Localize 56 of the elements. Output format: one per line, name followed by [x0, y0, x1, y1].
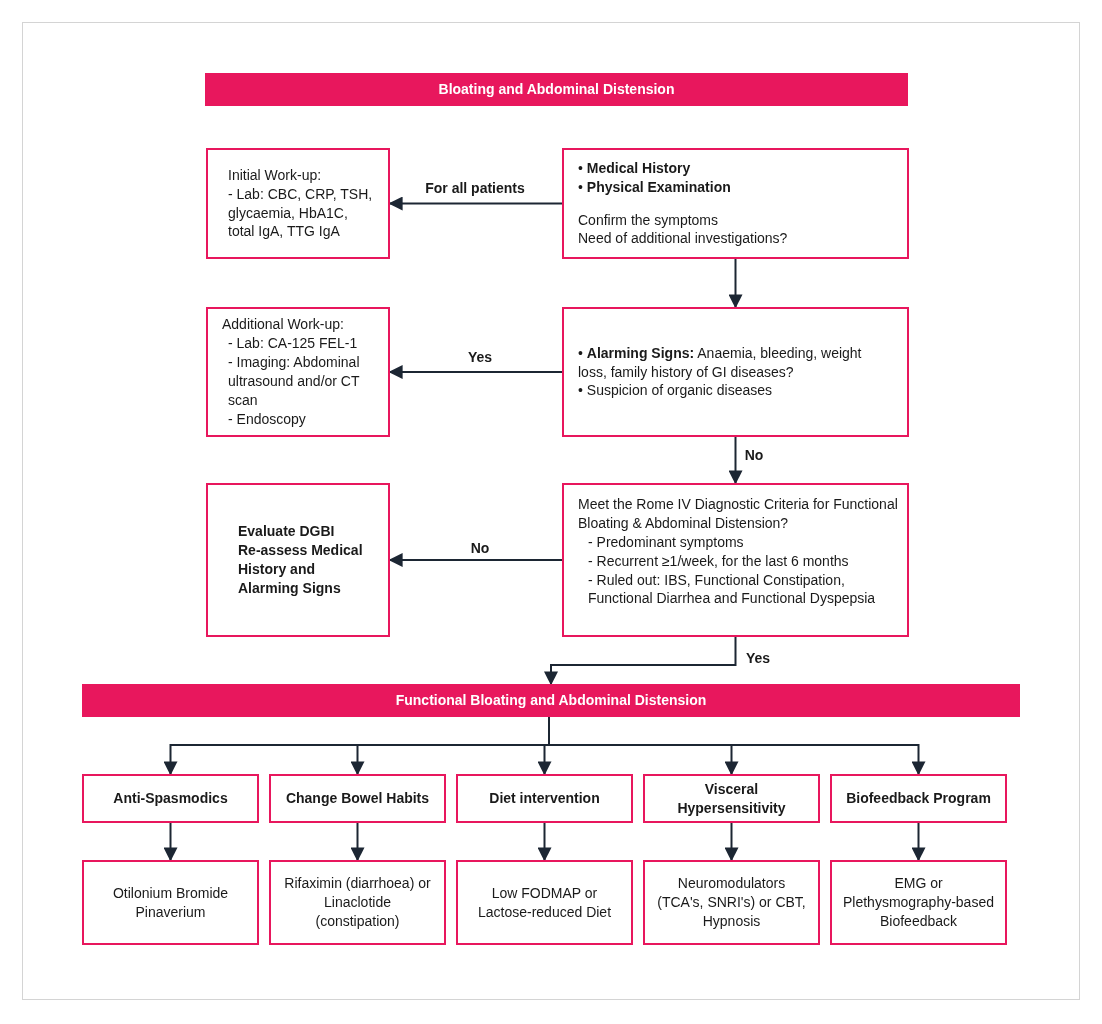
flow-box: [562, 307, 909, 437]
box-text: Functional Bloating and Abdominal Distension: [395, 691, 707, 710]
flow-box: [82, 860, 259, 945]
arrow: [350, 822, 365, 862]
box-text: Initial Work-up:: [228, 165, 323, 185]
box-text: Bloating and Abdominal Distension: [438, 80, 675, 99]
box-text: - Imaging: Abdominal ultrasound and/or CT scan: [227, 353, 361, 410]
flow-box: [206, 148, 390, 259]
box-text: Additional Work-up:: [222, 315, 345, 335]
box-text: Anti-Spasmodics: [113, 789, 228, 808]
arrow: [163, 822, 178, 862]
flow-box: [830, 774, 1007, 823]
arrow: [728, 258, 743, 309]
box-text: - Predominant symptoms: [587, 532, 745, 552]
box-text: Re-assess Medical History and Alarming Signs: [238, 541, 364, 598]
box-text: EMG or Plethysmography-based Biofeedback: [842, 874, 995, 931]
box-text: - Ruled out: IBS, Functional Constipation, Functional Diarrhea and Functional Dyspepsia: [587, 570, 877, 609]
box-text: Rifaximin (diarrhoea) or Linaclotide (constipation): [283, 874, 432, 931]
flow-box: [269, 774, 446, 823]
box-text: - Lab: CA-125 FEL-1: [227, 334, 359, 354]
box-text: Diet intervention: [489, 789, 600, 808]
box-text: - Recurrent ≥1/week, for the last 6 months: [587, 551, 850, 571]
box-text: Confirm the symptoms: [578, 210, 720, 230]
box-text: • Medical History: [578, 158, 692, 178]
box-text: - Endoscopy: [227, 409, 307, 429]
header-band: [82, 684, 1020, 717]
box-text: Biofeedback Program: [846, 789, 991, 808]
flow-box: [830, 860, 1007, 945]
flow-box: [206, 307, 390, 437]
box-text: Otilonium Bromide Pinaverium: [111, 883, 230, 922]
box-text: Evaluate DGBI: [238, 522, 336, 542]
box-text: Meet the Rome IV Diagnostic Criteria for Functional Bloating & Abdominal Distension?: [578, 495, 899, 533]
flow-box: [562, 483, 909, 637]
box-text: Change Bowel Habits: [285, 789, 430, 808]
flow-box: [456, 774, 633, 823]
flow-box: [643, 860, 820, 945]
flow-box: [562, 148, 909, 259]
box-text: Need of additional investigations?: [578, 229, 789, 249]
flow-box: [206, 483, 390, 637]
arrow: [724, 822, 739, 862]
box-text: Neuromodulators (TCA's, SNRI's) or CBT, Hypnosis: [656, 874, 807, 931]
flow-box: [456, 860, 633, 945]
arrow: [537, 822, 552, 862]
box-text: Visceral Hypersensitivity: [676, 779, 787, 818]
header-band: [205, 73, 908, 106]
box-text: • Alarming Signs: Anaemia, bleeding, weight loss, family history of GI diseases?: [578, 343, 863, 382]
flow-box: [82, 774, 259, 823]
box-text: Low FODMAP or Lactose-reduced Diet: [476, 883, 613, 922]
flow-box: [643, 774, 820, 823]
box-text: • Physical Examination: [578, 177, 732, 197]
arrow: [728, 436, 743, 485]
box-text: • Suspicion of organic diseases: [578, 381, 773, 401]
flow-box: [269, 860, 446, 945]
arrow: [544, 636, 737, 686]
box-text: - Lab: CBC, CRP, TSH, glycaemia, HbA1C, total IgA, TTG IgA: [228, 184, 374, 242]
arrow: [911, 822, 926, 862]
